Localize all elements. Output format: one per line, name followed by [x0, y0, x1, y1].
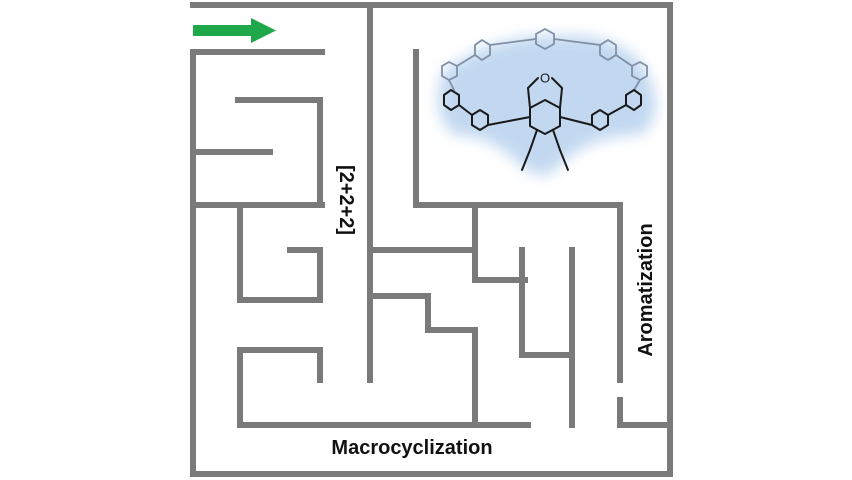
- ether-bond: [527, 77, 539, 89]
- ethyl-bond: [529, 129, 538, 151]
- back-bond: [456, 54, 476, 67]
- macrocycle-molecule: O: [438, 28, 656, 175]
- back-bond: [553, 38, 601, 46]
- back-bond: [448, 79, 455, 91]
- ethyl-bond: [521, 149, 531, 171]
- molecule-glow: [438, 35, 656, 175]
- central-ring: [529, 99, 561, 135]
- back-ring: [631, 61, 648, 81]
- back-bond: [633, 79, 641, 91]
- front-bond: [487, 116, 531, 126]
- label-2-2-2: [2+2+2]: [335, 165, 357, 235]
- oxygen-atom-label: O: [540, 71, 550, 86]
- maze-walls: [190, 2, 673, 477]
- label-macrocyclization: Macrocyclization: [331, 437, 492, 459]
- front-bond: [458, 104, 473, 116]
- front-bond: [607, 104, 627, 116]
- front-bond: [559, 116, 593, 126]
- back-ring: [441, 61, 458, 81]
- label-aromatization: Aromatization: [635, 223, 657, 356]
- back-bond: [615, 54, 633, 67]
- ethyl-bond: [559, 149, 569, 171]
- ether-bond: [551, 77, 563, 89]
- ether-bond: [527, 87, 531, 109]
- start-arrow-icon: [193, 18, 276, 43]
- ether-bond: [559, 87, 563, 109]
- back-bond: [489, 38, 537, 46]
- back-ring: [535, 28, 555, 50]
- ethyl-bond: [552, 129, 561, 151]
